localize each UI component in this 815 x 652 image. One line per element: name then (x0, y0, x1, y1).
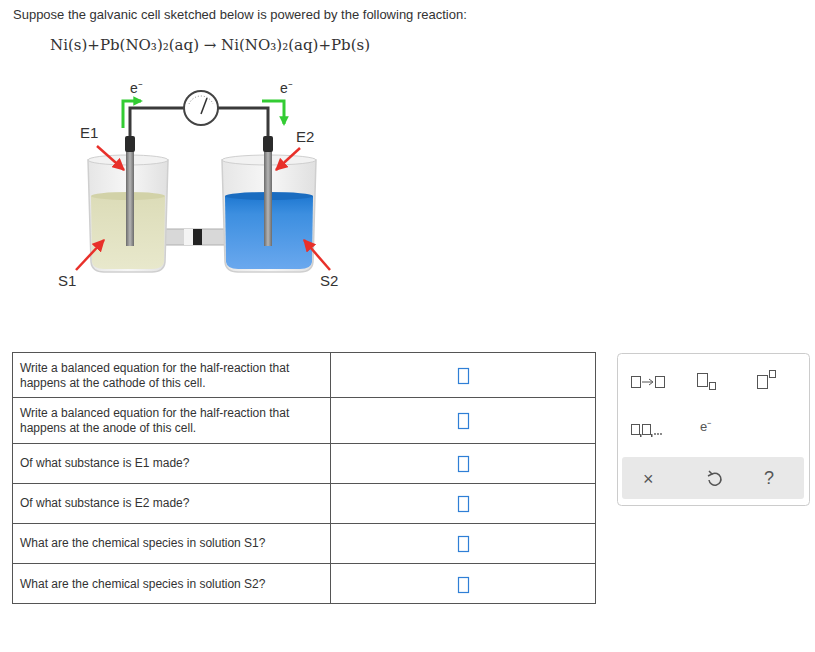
electrode (125, 136, 135, 246)
help-button: ? (764, 467, 784, 490)
electron-symbol: e⁻ (280, 80, 304, 98)
question-text: Write a balanced equation for the half-r… (20, 361, 320, 391)
reaction-equation: Ni(s)+Pb(NO₃)₂(aq) → Ni(NO₃)₂(aq)+Pb(s) (50, 36, 450, 55)
voltmeter (184, 91, 218, 125)
question-text: What are the chemical species in solutio… (20, 577, 320, 592)
undo-icon (708, 471, 721, 485)
question-text: What are the chemical species in solutio… (20, 536, 320, 551)
salt-bridge (160, 229, 230, 245)
electrode (263, 136, 273, 246)
question-text: Write a balanced equation for the half-r… (20, 406, 320, 436)
electron-flow-arrow (123, 101, 141, 128)
clear-button: × (643, 468, 663, 491)
electrode-label: E1 (80, 124, 108, 143)
question-table (12, 352, 596, 604)
toolbar (618, 354, 810, 506)
leader-arrow (76, 146, 330, 270)
electrode-label: E2 (296, 128, 324, 147)
question-text: Of what substance is E2 made? (20, 496, 320, 511)
electron-symbol: e⁻ (130, 80, 154, 98)
solution-label: S2 (320, 272, 348, 291)
problem-statement: Suppose the galvanic cell sketched below… (13, 7, 573, 23)
question-text: Of what substance is E1 made? (20, 456, 320, 471)
electron-flow-arrow (262, 101, 284, 124)
answer-box (459, 369, 469, 593)
solution-label: S1 (58, 272, 86, 291)
toolbar-icon: e⁻ (700, 419, 724, 435)
